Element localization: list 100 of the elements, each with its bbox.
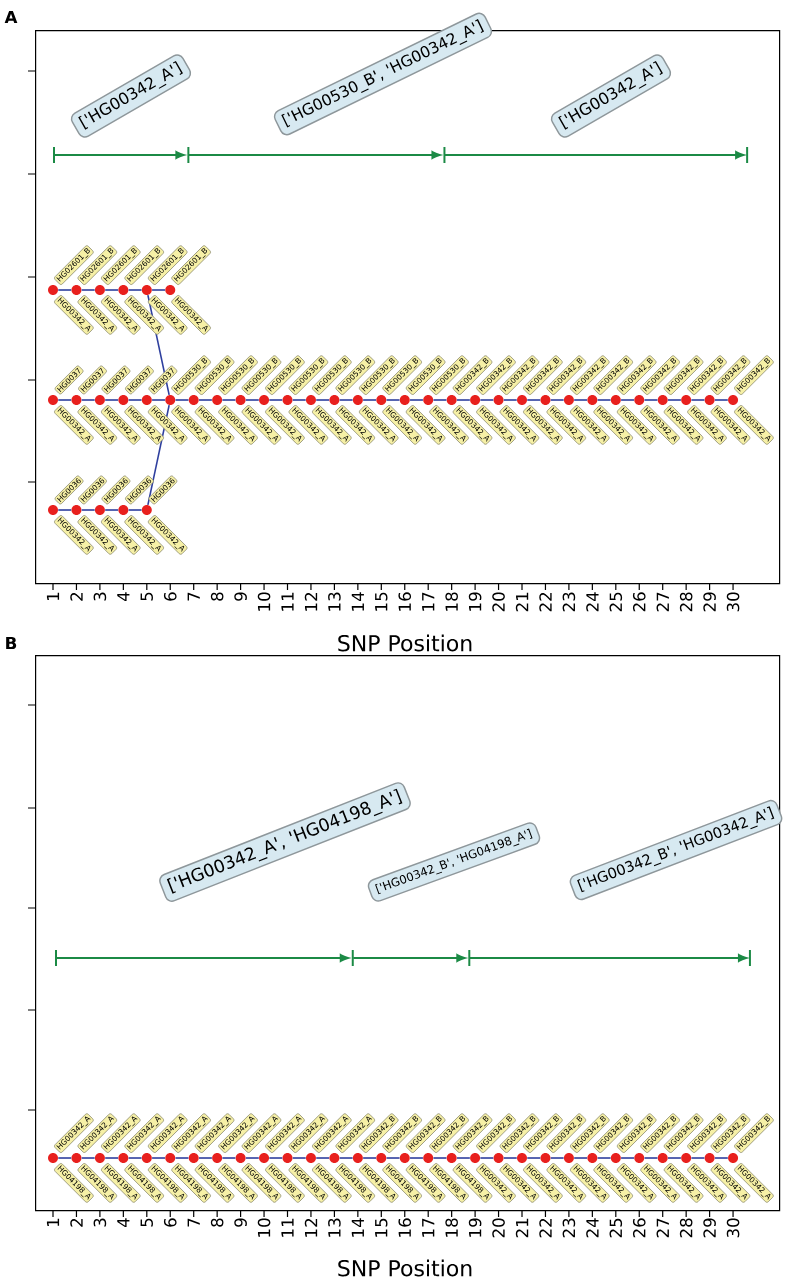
edge-line bbox=[526, 399, 541, 401]
tick-label: 13 bbox=[328, 592, 341, 611]
tick-label: 30 bbox=[726, 592, 740, 612]
tick-label: 20 bbox=[492, 592, 505, 612]
tick-label: 6 bbox=[163, 592, 177, 601]
tick-label: 2 bbox=[70, 592, 83, 601]
edge-line bbox=[127, 1157, 143, 1159]
edge-line bbox=[245, 1157, 260, 1159]
tick-label: 25 bbox=[609, 1218, 623, 1238]
tick-label: 5 bbox=[140, 592, 153, 601]
edge-line bbox=[268, 1157, 284, 1159]
tick-label: 30 bbox=[726, 1218, 740, 1238]
tick-label: 19 bbox=[468, 592, 482, 611]
axis-title: SNP Position bbox=[338, 1259, 472, 1277]
tick-label: 26 bbox=[632, 1218, 646, 1238]
edge-line bbox=[57, 399, 72, 401]
edge-line bbox=[151, 289, 166, 291]
edge-line bbox=[127, 289, 143, 291]
tick-label: 28 bbox=[679, 1218, 693, 1238]
tick-label: 28 bbox=[679, 592, 693, 612]
tick-label: 29 bbox=[703, 592, 716, 612]
tick-label: 29 bbox=[703, 1218, 716, 1238]
tick-label: 22 bbox=[539, 1218, 552, 1238]
tick-label: 11 bbox=[281, 1218, 294, 1237]
edge-line bbox=[385, 1157, 401, 1159]
tick-label: 8 bbox=[210, 592, 224, 601]
tick-label: 10 bbox=[257, 1218, 271, 1237]
tick-label: 19 bbox=[468, 1218, 482, 1237]
edge-line bbox=[549, 1157, 565, 1159]
tick-label: 10 bbox=[257, 592, 271, 611]
tick-label: 9 bbox=[234, 1218, 247, 1227]
tick-label: 26 bbox=[632, 592, 646, 612]
edge-line bbox=[315, 399, 330, 401]
edge-line bbox=[456, 1157, 471, 1159]
tick-label: 6 bbox=[163, 1218, 177, 1227]
tick-label: 24 bbox=[586, 1218, 599, 1238]
edge-line bbox=[549, 399, 565, 401]
tick-label: 3 bbox=[93, 592, 107, 601]
edge-line bbox=[221, 1157, 237, 1159]
edge-line bbox=[291, 1157, 307, 1159]
tick-label: 17 bbox=[422, 592, 435, 611]
tick-label: 2 bbox=[70, 1218, 83, 1227]
tick-label: 4 bbox=[117, 1218, 130, 1228]
tick-label: 12 bbox=[304, 592, 318, 611]
panel-letter: A bbox=[4, 10, 18, 24]
edge-line bbox=[338, 399, 354, 401]
tick-label: 20 bbox=[492, 1218, 505, 1238]
tick-label: 16 bbox=[398, 592, 412, 611]
edge-line bbox=[104, 399, 119, 401]
tick-label: 9 bbox=[234, 592, 247, 601]
tick-label: 17 bbox=[422, 1218, 435, 1237]
tick-label: 14 bbox=[351, 592, 364, 611]
tick-label: 14 bbox=[351, 1218, 364, 1237]
edge-line bbox=[174, 399, 190, 401]
tick-label: 22 bbox=[539, 592, 552, 612]
tick-label: 15 bbox=[375, 592, 388, 611]
edge-line bbox=[104, 1157, 119, 1159]
edge-line bbox=[573, 399, 588, 401]
edge-line bbox=[362, 399, 377, 401]
edge-line bbox=[409, 1157, 424, 1159]
edge-line bbox=[174, 1157, 190, 1159]
edge-line bbox=[643, 1157, 659, 1159]
edge-line bbox=[456, 399, 471, 401]
edge-line bbox=[80, 1157, 96, 1159]
edge-line bbox=[151, 399, 166, 401]
edge-line bbox=[198, 1157, 213, 1159]
axis-title: SNP Position bbox=[338, 634, 472, 652]
edge-line bbox=[479, 399, 495, 401]
tick-label: 11 bbox=[281, 592, 294, 611]
edge-line bbox=[198, 399, 213, 401]
tick-label: 18 bbox=[445, 592, 458, 611]
edge-line bbox=[432, 1157, 448, 1159]
edge-line bbox=[315, 1157, 330, 1159]
edge-line bbox=[643, 399, 659, 401]
tick-label: 7 bbox=[187, 592, 200, 601]
tick-label: 15 bbox=[375, 1218, 388, 1237]
edge-line bbox=[432, 399, 448, 401]
edge-line bbox=[714, 399, 729, 401]
tick-label: 4 bbox=[117, 592, 130, 602]
tick-label: 18 bbox=[445, 1218, 458, 1237]
edge-line bbox=[596, 399, 612, 401]
edge-line bbox=[57, 1157, 72, 1159]
tick-label: 3 bbox=[93, 1218, 107, 1227]
edge-line bbox=[80, 289, 96, 291]
edge-line bbox=[690, 1157, 706, 1159]
edge-line bbox=[291, 399, 307, 401]
edge-line bbox=[151, 1157, 166, 1159]
edge-line bbox=[127, 399, 143, 401]
tick-label: 16 bbox=[398, 1218, 412, 1237]
edge-line bbox=[596, 1157, 612, 1159]
edge-line bbox=[409, 399, 424, 401]
edge-line bbox=[714, 1157, 729, 1159]
edge-line bbox=[690, 399, 706, 401]
tick-label: 8 bbox=[210, 1218, 224, 1227]
edge-line bbox=[127, 509, 143, 511]
tick-label: 24 bbox=[586, 592, 599, 612]
tick-label: 23 bbox=[562, 1218, 576, 1238]
edge-line bbox=[104, 289, 119, 291]
edge-line bbox=[245, 399, 260, 401]
edge-line bbox=[526, 1157, 541, 1159]
